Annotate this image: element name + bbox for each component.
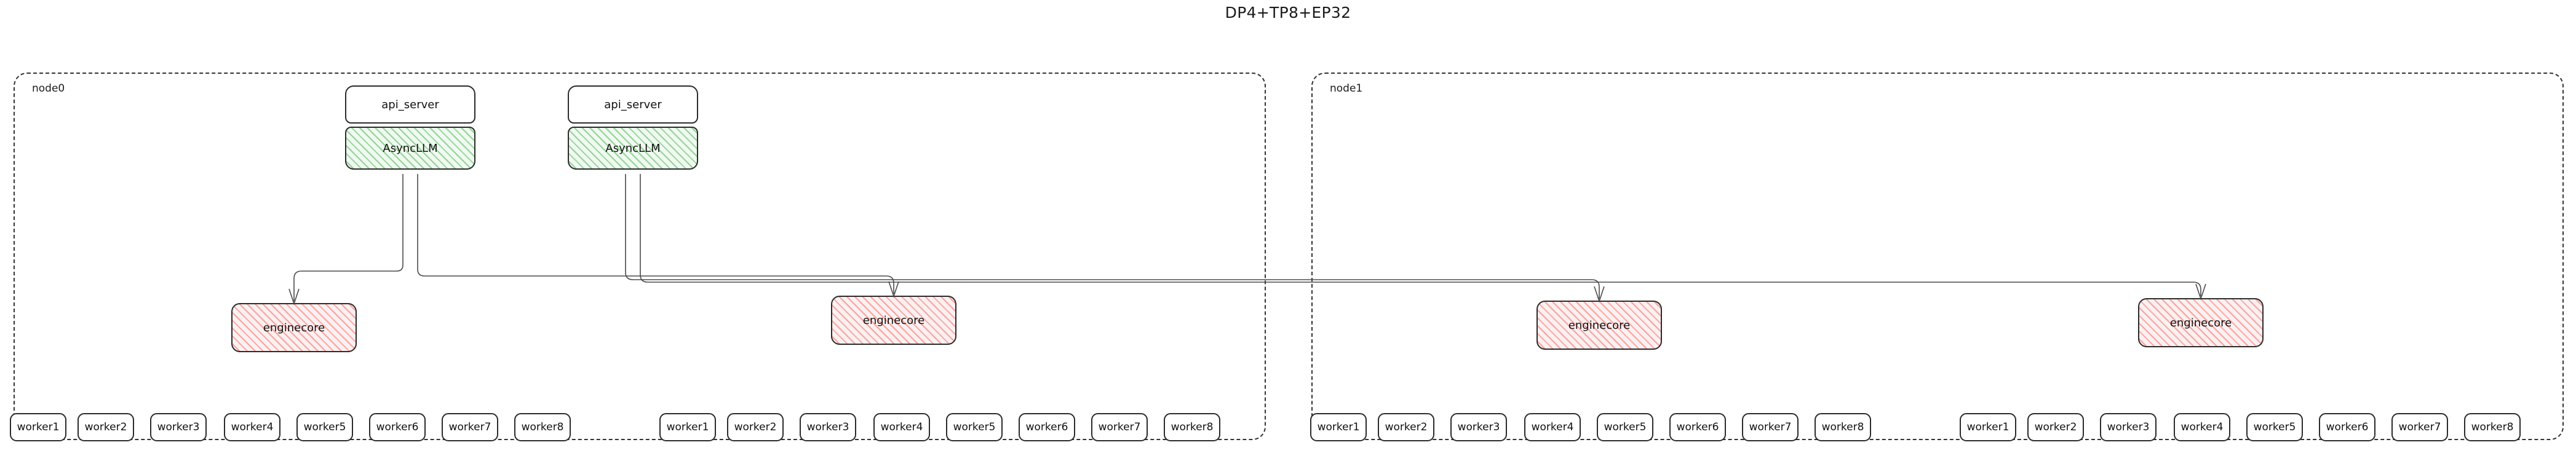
worker-box[interactable]: worker7 [1742, 413, 1799, 441]
api-server-label: api_server [604, 98, 662, 111]
worker-label: worker6 [376, 421, 419, 433]
worker-box[interactable]: worker6 [2319, 413, 2375, 441]
worker-label: worker4 [1531, 421, 1574, 433]
worker-label: worker1 [666, 421, 709, 433]
worker-box[interactable]: worker8 [1815, 413, 1871, 441]
worker-box[interactable]: worker5 [1597, 413, 1653, 441]
enginecore-label: enginecore [2169, 316, 2232, 329]
worker-label: worker7 [1098, 421, 1141, 433]
worker-label: worker6 [1676, 421, 1719, 433]
worker-box[interactable]: worker6 [369, 413, 426, 441]
worker-label: worker8 [1821, 421, 1864, 433]
asyncllm-label: AsyncLLM [605, 141, 661, 155]
worker-label: worker5 [1604, 421, 1647, 433]
worker-box[interactable]: worker2 [1378, 413, 1434, 441]
worker-box[interactable]: worker8 [2464, 413, 2521, 441]
worker-label: worker3 [2107, 421, 2150, 433]
worker-group-n1-0: worker1 worker2 worker3 worker4 worker5 … [1310, 413, 1901, 444]
enginecore-label: enginecore [862, 313, 925, 327]
enginecore-box-n1-0[interactable]: enginecore [1536, 301, 1662, 350]
worker-label: worker2 [734, 421, 777, 433]
asyncllm-box-0[interactable]: AsyncLLM [345, 127, 475, 170]
node-container-node1: node1 [1311, 73, 2564, 440]
worker-box[interactable]: worker1 [10, 413, 66, 441]
enginecore-box-n0-1[interactable]: enginecore [831, 296, 956, 345]
worker-group-n0-0: worker1 worker2 worker3 worker4 worker5 … [10, 413, 600, 444]
worker-box[interactable]: worker5 [2246, 413, 2303, 441]
worker-box[interactable]: worker4 [224, 413, 280, 441]
worker-box[interactable]: worker1 [1960, 413, 2016, 441]
worker-box[interactable]: worker6 [1019, 413, 1075, 441]
worker-box[interactable]: worker5 [296, 413, 353, 441]
worker-label: worker4 [880, 421, 923, 433]
asyncllm-label: AsyncLLM [383, 141, 438, 155]
worker-label: worker6 [2326, 421, 2369, 433]
worker-label: worker2 [84, 421, 127, 433]
api-server-box-0[interactable]: api_server [345, 85, 475, 124]
worker-group-n0-1: worker1 worker2 worker3 worker4 worker5 … [659, 413, 1250, 444]
worker-box[interactable]: worker3 [800, 413, 856, 441]
worker-label: worker3 [806, 421, 849, 433]
enginecore-box-n1-1[interactable]: enginecore [2138, 298, 2264, 347]
worker-label: worker7 [2398, 421, 2441, 433]
worker-box[interactable]: worker7 [1091, 413, 1148, 441]
worker-label: worker3 [1457, 421, 1500, 433]
enginecore-label: enginecore [263, 321, 325, 334]
worker-box[interactable]: worker7 [2391, 413, 2448, 441]
worker-label: worker1 [17, 421, 60, 433]
worker-box[interactable]: worker3 [1450, 413, 1507, 441]
worker-label: worker7 [448, 421, 491, 433]
api-server-box-1[interactable]: api_server [568, 85, 698, 124]
worker-label: worker5 [303, 421, 346, 433]
worker-label: worker4 [231, 421, 274, 433]
worker-box[interactable]: worker8 [514, 413, 571, 441]
worker-box[interactable]: worker4 [2174, 413, 2230, 441]
worker-box[interactable]: worker6 [1669, 413, 1726, 441]
worker-group-n1-1: worker1 worker2 worker3 worker4 worker5 … [1960, 413, 2550, 444]
worker-box[interactable]: worker1 [659, 413, 716, 441]
worker-box[interactable]: worker2 [78, 413, 134, 441]
worker-label: worker8 [521, 421, 564, 433]
enginecore-box-n0-0[interactable]: enginecore [231, 303, 357, 352]
worker-box[interactable]: worker4 [1524, 413, 1581, 441]
worker-box[interactable]: worker3 [2100, 413, 2157, 441]
worker-box[interactable]: worker2 [2027, 413, 2084, 441]
worker-label: worker5 [2253, 421, 2296, 433]
worker-label: worker5 [953, 421, 996, 433]
worker-label: worker4 [2180, 421, 2224, 433]
enginecore-label: enginecore [1568, 318, 1631, 332]
page-title: DP4+TP8+EP32 [1225, 4, 1351, 22]
api-server-label: api_server [381, 98, 439, 111]
worker-label: worker1 [1317, 421, 1360, 433]
worker-label: worker8 [1171, 421, 1214, 433]
worker-label: worker8 [2471, 421, 2514, 433]
asyncllm-box-1[interactable]: AsyncLLM [568, 127, 698, 170]
worker-label: worker6 [1025, 421, 1068, 433]
worker-label: worker3 [157, 421, 200, 433]
worker-label: worker2 [2034, 421, 2077, 433]
worker-label: worker7 [1749, 421, 1792, 433]
worker-box[interactable]: worker5 [946, 413, 1003, 441]
worker-box[interactable]: worker3 [150, 413, 207, 441]
node-label-node0: node0 [32, 82, 65, 95]
worker-label: worker1 [1966, 421, 2010, 433]
worker-box[interactable]: worker2 [727, 413, 784, 441]
node-label-node1: node1 [1330, 82, 1363, 95]
worker-box[interactable]: worker1 [1310, 413, 1367, 441]
worker-label: worker2 [1385, 421, 1428, 433]
worker-box[interactable]: worker7 [442, 413, 498, 441]
worker-box[interactable]: worker8 [1164, 413, 1220, 441]
worker-box[interactable]: worker4 [873, 413, 930, 441]
